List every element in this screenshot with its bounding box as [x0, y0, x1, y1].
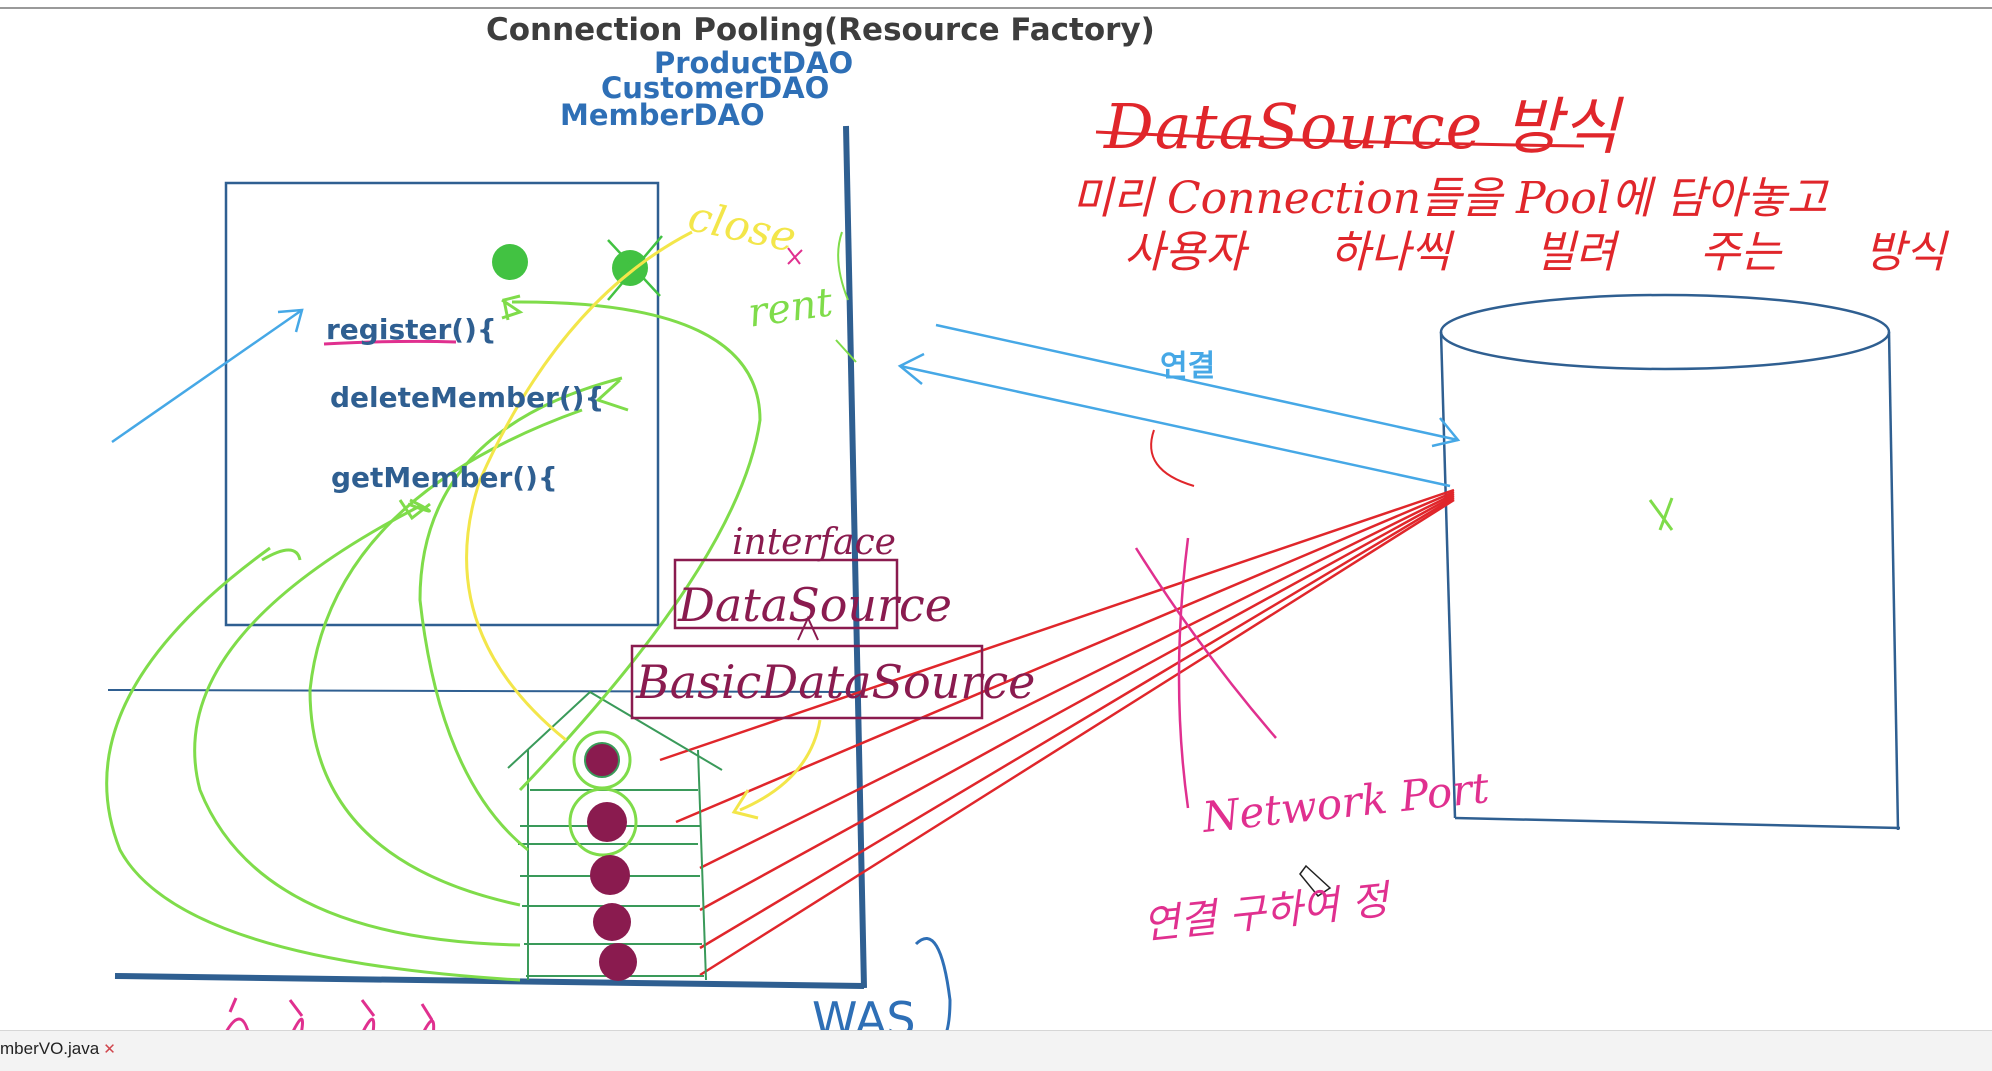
- datasource-description-line1: 미리 Connection들을 Pool에 담아놓고: [1072, 173, 1828, 224]
- connection-arrows: [111, 308, 1461, 488]
- basicdatasource-box-label: BasicDataSource: [636, 655, 1036, 709]
- datasource-title-underline: [1095, 130, 1585, 148]
- method-get-member: getMember(){: [331, 461, 558, 494]
- was-floor-line: [114, 973, 865, 989]
- dao-divider-line: [107, 689, 859, 693]
- editor-tab-bar: [0, 1030, 1992, 1071]
- dao-label-member: MemberDAO: [560, 98, 765, 132]
- pencil-cursor-icon: [1299, 864, 1332, 898]
- small-x-mark: [787, 247, 803, 265]
- red-caret-mark: [1150, 429, 1195, 487]
- dao-label-customer: CustomerDAO: [601, 71, 830, 105]
- datasource-description-line2: 사용자 하나씩 빌려 주는 방식: [1124, 227, 1946, 278]
- register-underline: [323, 339, 457, 346]
- pool-connection-lines: [659, 488, 1455, 977]
- pooled-connection-balls: [568, 730, 638, 981]
- method-register: register(){: [326, 313, 497, 346]
- connection-link-label: 연결: [1160, 349, 1216, 384]
- connection-ball: [590, 855, 630, 895]
- connection-ball: [572, 730, 632, 790]
- network-cross-mark: [1134, 537, 1277, 809]
- diagram-title: Connection Pooling(Resource Factory): [486, 12, 1155, 48]
- dao-label-product: ProductDAO: [654, 46, 854, 80]
- method-delete-member: deleteMember(){: [330, 381, 605, 414]
- tab-close-icon[interactable]: ✕: [103, 1041, 116, 1058]
- datasource-box-label: DataSource: [678, 578, 953, 632]
- datasource-method-title: DataSource 방식: [1104, 90, 1621, 163]
- dao-box: [224, 181, 660, 627]
- inheritance-arrow: [797, 615, 819, 641]
- datasource-box: [673, 558, 899, 630]
- interface-label: interface: [732, 522, 896, 563]
- rent-stroke-mark: [835, 231, 857, 363]
- connection-ball: [568, 787, 638, 857]
- database-cylinder: [1439, 293, 1901, 831]
- tab-filename: mberVO.java: [0, 1039, 100, 1058]
- editor-tab[interactable]: mberVO.java✕: [0, 1034, 126, 1064]
- connection-ball: [599, 943, 637, 981]
- connection-ball: [593, 903, 631, 941]
- basicdatasource-box: [630, 644, 984, 720]
- green-connection-ball: [492, 244, 528, 280]
- was-boundary-line: [843, 125, 867, 989]
- close-flow-curve: [465, 230, 822, 820]
